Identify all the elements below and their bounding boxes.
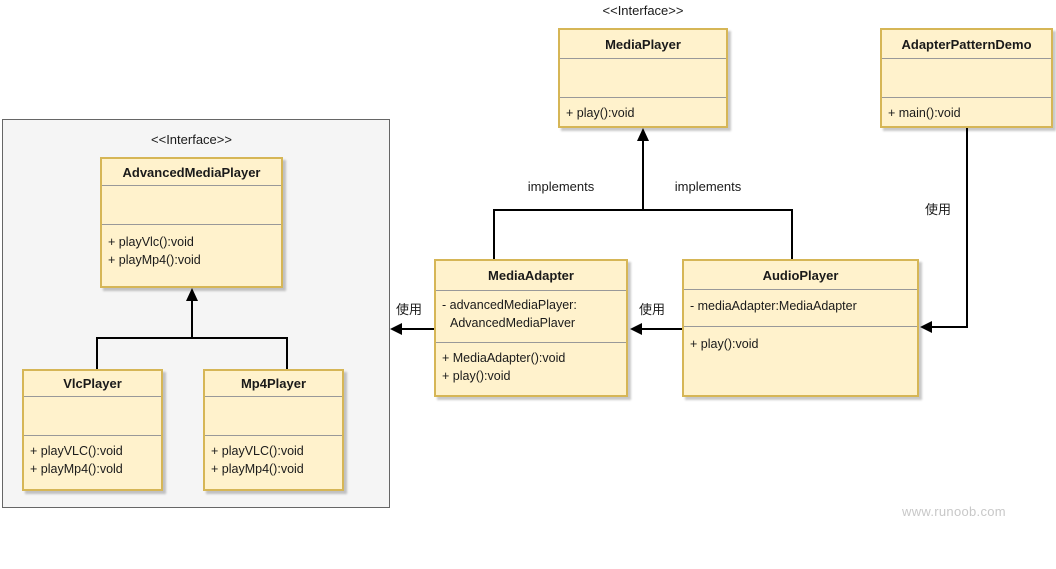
class-attributes (205, 397, 342, 436)
method-line: + play():void (566, 106, 635, 120)
class-title: MediaPlayer (560, 30, 726, 59)
method-line: + playVlc():void (108, 235, 194, 249)
use-arrowhead-left-icon (390, 323, 402, 335)
attribute-line: AdvancedMediaPlaver (450, 316, 576, 330)
method-line: + play():void (690, 337, 759, 351)
class-mediaadapter: MediaAdapter - advancedMediaPlayer: Adva… (434, 259, 628, 397)
use-connector-demo-horizontal (930, 326, 968, 328)
implements-connector-left-drop (493, 209, 495, 259)
class-mp4player: Mp4Player + playVLC():void + playMp4():v… (203, 369, 344, 491)
use-connector-mediaadapter (401, 328, 434, 330)
class-audioplayer: AudioPlayer - mediaAdapter:MediaAdapter … (682, 259, 919, 397)
method-line: + playMp4():void (211, 462, 304, 476)
class-attributes (24, 397, 161, 436)
implements-connector-stem (642, 139, 644, 210)
class-methods: + main():void (882, 98, 1051, 122)
method-line: + playVLC():void (211, 444, 304, 458)
method-line: + main():void (888, 106, 961, 120)
class-methods: + playVLC():void + playMp4():void (205, 436, 342, 478)
inheritance-connector-left-drop (96, 337, 98, 369)
method-line: + playMp4():void (108, 253, 201, 267)
implements-label-right: implements (674, 179, 742, 194)
class-attributes (882, 59, 1051, 98)
implements-arrowhead-icon (637, 128, 649, 141)
use-connector-audioplayer (641, 328, 682, 330)
method-line: + playMp4():vold (30, 462, 123, 476)
class-attributes (560, 59, 726, 98)
implements-connector-right-drop (791, 209, 793, 259)
class-attributes: - mediaAdapter:MediaAdapter (684, 290, 917, 327)
class-vlcplayer: VlcPlayer + playVLC():void + playMp4():v… (22, 369, 163, 491)
class-methods: + play():void (560, 98, 726, 122)
class-methods: + playVlc():void + playMp4():void (102, 225, 281, 269)
class-advancedmediaplayer: AdvancedMediaPlayer + playVlc():void + p… (100, 157, 283, 288)
class-methods: + playVLC():void + playMp4():vold (24, 436, 161, 478)
use-arrowhead-right-icon (920, 321, 932, 333)
use-label-mediaadapter: 使用 (396, 302, 423, 317)
use-connector-demo-vertical (966, 128, 968, 328)
class-methods: + play():void (684, 327, 917, 353)
inheritance-arrowhead-icon (186, 288, 198, 301)
use-label-demo: 使用 (925, 202, 952, 217)
use-label-audioplayer: 使用 (639, 302, 666, 317)
inheritance-connector-crossbar (96, 337, 288, 339)
stereotype-advancedmediaplayer: <<Interface>> (151, 132, 232, 147)
use-arrowhead-middle-icon (630, 323, 642, 335)
method-line: + MediaAdapter():void (442, 351, 566, 365)
class-adapterpatterndemo: AdapterPatternDemo + main():void (880, 28, 1053, 128)
implements-label-left: implements (527, 179, 595, 194)
attribute-line: - mediaAdapter:MediaAdapter (690, 299, 857, 313)
class-title: Mp4Player (205, 371, 342, 397)
class-attributes (102, 186, 281, 225)
class-title: MediaAdapter (436, 261, 626, 291)
class-title: VlcPlayer (24, 371, 161, 397)
attribute-line: - advancedMediaPlayer: (442, 298, 577, 312)
stereotype-mediaplayer: <<Interface>> (602, 3, 684, 18)
watermark-text: www.runoob.com (902, 504, 1006, 519)
class-mediaplayer: MediaPlayer + play():void (558, 28, 728, 128)
class-title: AudioPlayer (684, 261, 917, 290)
class-methods: + MediaAdapter():void + play():void (436, 343, 626, 385)
class-title: AdvancedMediaPlayer (102, 159, 281, 186)
implements-connector-crossbar (493, 209, 793, 211)
inheritance-connector-stem (191, 299, 193, 339)
method-line: + playVLC():void (30, 444, 123, 458)
class-title: AdapterPatternDemo (882, 30, 1051, 59)
class-attributes: - advancedMediaPlayer: AdvancedMediaPlav… (436, 291, 626, 343)
method-line: + play():void (442, 369, 511, 383)
inheritance-connector-right-drop (286, 337, 288, 369)
